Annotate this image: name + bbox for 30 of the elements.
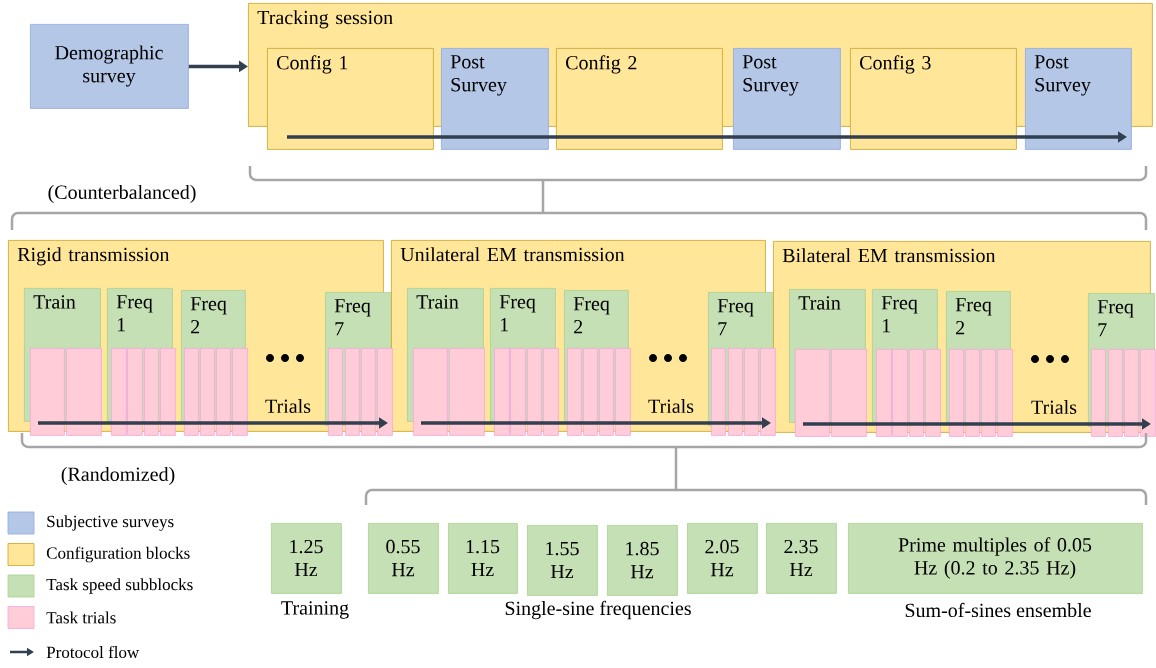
label: Trials xyxy=(1031,399,1077,414)
label: Trials xyxy=(265,398,311,413)
subblock-box: 2.35 Hz xyxy=(766,523,837,594)
label: Single-sine frequencies xyxy=(505,600,691,620)
label: (Randomized) xyxy=(61,466,175,486)
label: Trials xyxy=(648,398,694,413)
label: Training xyxy=(281,601,349,619)
legend-label: Subjective surveys xyxy=(47,515,174,531)
survey-box: Demographic survey xyxy=(30,24,189,109)
trial-bar xyxy=(377,348,393,436)
legend-label: Task trials xyxy=(46,611,116,624)
block-box: Config 2 xyxy=(556,48,723,150)
legend-label: Protocol flow xyxy=(46,645,140,659)
trial-bar xyxy=(760,348,776,436)
subblock-box: 1.15 Hz xyxy=(448,523,518,594)
block-box: Config 3 xyxy=(850,48,1017,150)
subblock-box: 1.25 Hz xyxy=(271,523,342,594)
legend-label: Configuration blocks xyxy=(46,546,190,563)
label: (Counterbalanced) xyxy=(48,184,196,204)
subblock-box: 2.05 Hz xyxy=(687,523,758,594)
legend-label: Task speed subblocks xyxy=(46,578,193,594)
subblock-box: Prime multiples of 0.05 Hz (0.2 to 2.35 Hz) xyxy=(848,523,1143,594)
survey-box: Post Survey xyxy=(441,48,549,150)
subblock-box: 1.55 Hz xyxy=(527,525,598,596)
block-box: Config 1 xyxy=(267,48,434,150)
subblock-box: 0.55 Hz xyxy=(368,523,439,594)
survey-box: Post Survey xyxy=(1025,48,1132,150)
subblock-box: 1.85 Hz xyxy=(607,525,678,596)
trial-bar xyxy=(1140,349,1156,437)
survey-box: Post Survey xyxy=(733,48,841,150)
